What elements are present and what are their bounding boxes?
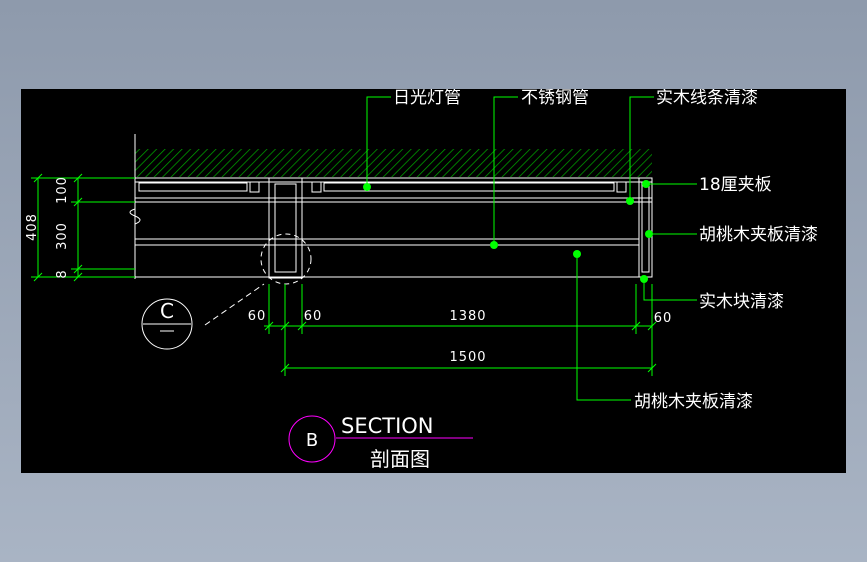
leader-dots	[363, 180, 653, 283]
vertical-dimension-lines	[31, 173, 135, 282]
label-solid-wood-strip: 实木线条清漆	[656, 89, 758, 108]
leader-lines	[366, 96, 697, 401]
dim-width-60-c: 60	[654, 311, 673, 326]
label-stainless-tube: 不锈钢管	[521, 89, 589, 108]
callout-c: C	[141, 298, 193, 350]
section-title: B SECTION 剖面图	[288, 414, 473, 471]
callout-c-letter: C	[160, 299, 174, 323]
detail-circle	[260, 233, 312, 285]
label-fluorescent-tube: 日光灯管	[393, 89, 461, 108]
dim-width-60-b: 60	[304, 309, 323, 324]
dim-height-408: 408	[25, 213, 40, 241]
detail-leader	[204, 283, 265, 326]
section-letter: B	[306, 430, 318, 451]
label-plywood-18: 18厘夹板	[699, 175, 772, 195]
label-walnut-veneer-right: 胡桃木夹板清漆	[699, 225, 818, 245]
dim-width-1500: 1500	[449, 350, 486, 365]
break-mark	[129, 208, 141, 225]
label-walnut-veneer-bottom: 胡桃木夹板清漆	[634, 392, 753, 412]
ceiling-section	[134, 177, 653, 279]
section-title-text: SECTION	[341, 414, 434, 438]
cad-drawing-canvas: C 100 300 8 408 60 60 1380	[21, 89, 846, 473]
ceiling-slab-hatch	[135, 149, 652, 177]
horizontal-dimension-lines	[264, 284, 657, 376]
dim-height-300: 300	[55, 222, 70, 250]
section-subtitle-text: 剖面图	[370, 447, 430, 471]
dim-height-100: 100	[55, 176, 70, 204]
label-solid-wood-block: 实木块清漆	[699, 292, 784, 312]
section-drawing: C 100 300 8 408 60 60 1380	[25, 89, 818, 471]
dim-width-60-a: 60	[248, 309, 267, 324]
dim-width-1380: 1380	[449, 309, 486, 324]
dim-height-8: 8	[55, 269, 70, 278]
section-marker-circle	[288, 415, 336, 463]
